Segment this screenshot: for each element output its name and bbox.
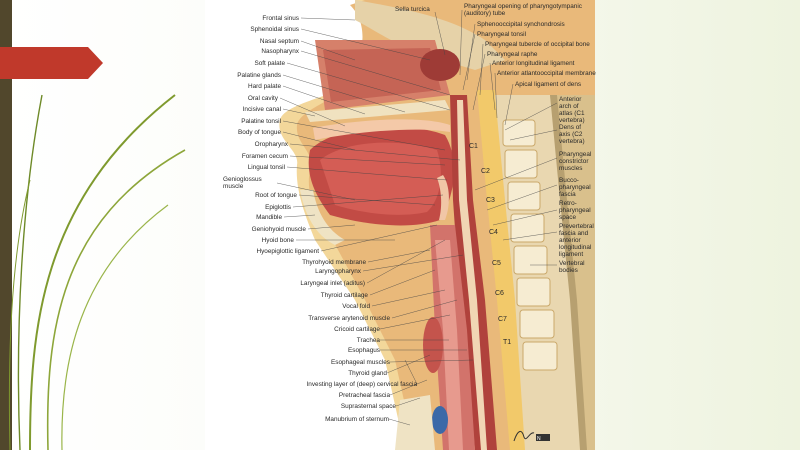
netter-logo: N bbox=[512, 425, 552, 445]
label-suprasternal-space: Suprasternal space bbox=[340, 403, 396, 410]
label-thyroid-gland: Thyroid gland bbox=[348, 370, 387, 377]
label-anterior-atlantooccipital-membrane: Anterior atlantooccipital membrane bbox=[497, 70, 596, 77]
label-genioglossus-muscle: Genioglossus muscle bbox=[223, 176, 262, 190]
label-esophageal-muscles: Esophageal muscles bbox=[331, 359, 390, 366]
label-c2: C2 bbox=[481, 168, 490, 175]
label-hyoepiglottic-ligament: Hyoepiglottic ligament bbox=[256, 248, 319, 255]
label-buccopharyngeal-fascia: Bucco- pharyngeal fascia bbox=[559, 177, 591, 198]
label-incisive-canal: Incisive canal bbox=[242, 106, 281, 113]
label-esophagus: Esophagus bbox=[348, 347, 380, 354]
label-geniohyoid-muscle: Geniohyoid muscle bbox=[251, 226, 306, 233]
label-hyoid-bone: Hyoid bone bbox=[261, 237, 294, 244]
label-anterior-arch-of-atlas: Anterior arch of atlas (C1 vertebra) bbox=[559, 96, 585, 124]
label-pretracheal-fascia: Pretracheal fascia bbox=[338, 392, 390, 399]
label-laryngopharynx: Laryngopharynx bbox=[315, 268, 361, 275]
label-palatine-tonsil: Palatine tonsil bbox=[241, 118, 281, 125]
label-sphenoidal-sinus: Sphenoidal sinus bbox=[250, 26, 299, 33]
slide-side-bar bbox=[0, 0, 12, 450]
label-c6: C6 bbox=[495, 290, 504, 297]
label-c1: C1 bbox=[469, 143, 478, 150]
label-palatine-glands: Palatine glands bbox=[237, 72, 281, 79]
label-investing-layer-fascia: Investing layer of (deep) cervical fasci… bbox=[306, 381, 417, 388]
svg-text:N: N bbox=[537, 436, 541, 442]
label-oropharynx: Oropharynx bbox=[254, 141, 288, 148]
label-dens-of-axis: Dens of axis (C2 vertebra) bbox=[559, 124, 585, 145]
decorative-swoosh bbox=[8, 94, 186, 450]
label-pharyngeal-tonsil: Pharyngeal tonsil bbox=[477, 31, 527, 38]
label-c4: C4 bbox=[489, 229, 498, 236]
label-root-of-tongue: Root of tongue bbox=[255, 192, 297, 199]
label-vertebral-bodies: Vertebral bodies bbox=[559, 260, 585, 274]
label-apical-ligament-of-dens: Apical ligament of dens bbox=[515, 81, 582, 88]
label-vocal-fold: Vocal fold bbox=[342, 303, 370, 310]
label-pharyngeal-tubercle: Pharyngeal tubercle of occipital bone bbox=[485, 41, 590, 48]
label-frontal-sinus: Frontal sinus bbox=[262, 15, 299, 22]
label-sphenooccipital-synchondrosis: Sphenooccipital synchondrosis bbox=[477, 21, 565, 28]
label-mandible: Mandible bbox=[256, 214, 282, 221]
label-lingual-tonsil: Lingual tonsil bbox=[247, 164, 285, 171]
label-nasopharynx: Nasopharynx bbox=[261, 48, 299, 55]
label-pharyngeal-raphe: Pharyngeal raphe bbox=[487, 51, 538, 58]
label-retropharyngeal-space: Retro- pharyngeal space bbox=[559, 200, 591, 221]
label-hard-palate: Hard palate bbox=[247, 83, 281, 90]
label-cricoid-cartilage: Cricoid cartilage bbox=[334, 326, 380, 333]
title-arrow-tab bbox=[0, 47, 103, 79]
label-manubrium-of-sternum: Manubrium of sternum bbox=[325, 416, 389, 423]
label-transverse-arytenoid-muscle: Transverse arytenoid muscle bbox=[308, 315, 390, 322]
label-prevertebral-fascia: Prevertebral fascia and anterior longitu… bbox=[559, 223, 594, 258]
label-pharyngeal-opening: Pharyngeal opening of pharyngotympanic (… bbox=[464, 3, 582, 17]
label-anterior-longitudinal-ligament: Anterior longitudinal ligament bbox=[492, 60, 575, 67]
label-c3: C3 bbox=[486, 197, 495, 204]
label-sella-turcica: Sella turcica bbox=[395, 6, 430, 13]
label-c5: C5 bbox=[492, 260, 501, 267]
label-thyrohyoid-membrane: Thyrohyoid membrane bbox=[302, 259, 366, 266]
label-t1: T1 bbox=[503, 339, 512, 346]
label-pharyngeal-constrictor-muscles: Pharyngeal constrictor muscles bbox=[559, 151, 592, 172]
label-epiglottis: Epiglottis bbox=[265, 204, 291, 211]
label-c7: C7 bbox=[498, 316, 507, 323]
label-oral-cavity: Oral cavity bbox=[247, 95, 278, 102]
label-soft-palate: Soft palate bbox=[254, 60, 285, 67]
label-nasal-septum: Nasal septum bbox=[259, 38, 299, 45]
anatomy-figure: Frontal sinus Sphenoidal sinus Nasal sep… bbox=[205, 0, 596, 450]
anatomy-illustration bbox=[276, 0, 595, 450]
label-foramen-cecum: Foramen cecum bbox=[241, 153, 288, 160]
label-body-of-tongue: Body of tongue bbox=[238, 129, 281, 136]
label-thyroid-cartilage: Thyroid cartilage bbox=[320, 292, 368, 299]
label-laryngeal-inlet: Laryngeal inlet (aditus) bbox=[300, 280, 365, 287]
label-trachea: Trachea bbox=[356, 337, 380, 344]
